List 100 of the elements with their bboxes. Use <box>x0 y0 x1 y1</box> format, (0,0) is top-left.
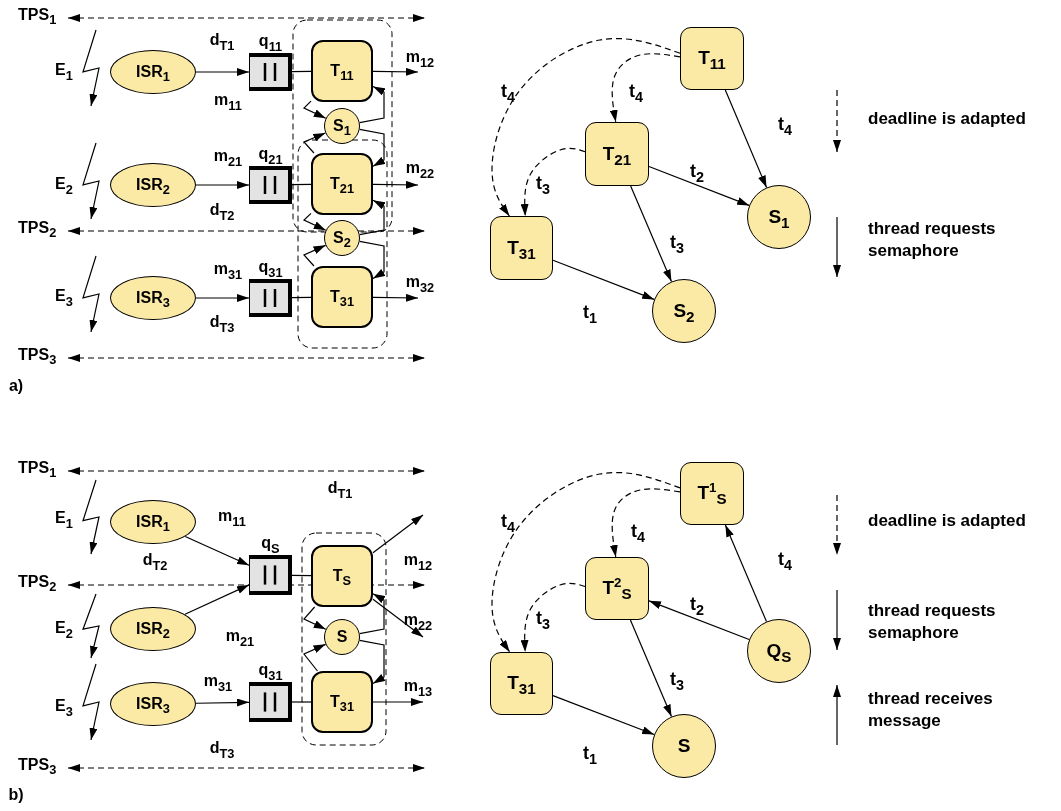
edge-label: t$_{2}$ <box>690 162 704 182</box>
edge-label: m$_{21}$ <box>225 627 255 645</box>
semaphore-circle: S$_{1}$ <box>747 185 811 249</box>
event-label: E$_{2}$ <box>55 175 73 193</box>
deadline-label: d$_{T1}$ <box>209 31 235 49</box>
legend-text: thread requests semaphore <box>868 600 997 645</box>
arrow <box>372 180 419 189</box>
message-queue <box>249 682 292 722</box>
arrow <box>303 643 327 672</box>
arrow <box>195 294 250 302</box>
deadline-label: d$_{T2}$ <box>209 201 235 219</box>
arrow <box>184 535 250 566</box>
arrow <box>302 100 327 119</box>
dashed-arrow <box>67 227 426 235</box>
thread-box: T$_{31}$ <box>490 652 553 715</box>
timeline-label: TPS$_{1}$ <box>18 3 68 33</box>
event-label: E$_{3}$ <box>55 697 73 715</box>
dashed-arrow <box>67 14 426 22</box>
task-box: T$_{11}$ <box>311 40 373 102</box>
dashed-arrow <box>520 582 586 653</box>
edge-label: t$_{3}$ <box>670 233 684 253</box>
arrow <box>359 199 386 236</box>
edge-label: t$_{4}$ <box>631 522 645 542</box>
task-box: T$_{21}$ <box>311 153 373 215</box>
arrow <box>184 584 250 615</box>
queue-label: q$_{11}$ <box>258 32 283 50</box>
semaphore-circle: S <box>652 714 716 778</box>
timeline-label: TPS$_{2}$ <box>18 216 68 246</box>
edge-label: m$_{21}$ <box>213 147 243 165</box>
edge-label: m$_{31}$ <box>203 672 233 690</box>
arrow <box>552 259 655 301</box>
edge-label: m$_{13}$ <box>403 677 433 695</box>
isr-ellipse: ISR$_{1}$ <box>110 50 196 94</box>
deadline-label: d$_{T2}$ <box>142 551 168 569</box>
arrow <box>372 293 419 302</box>
legend-text: thread receives message <box>868 688 994 733</box>
queue-label: q$_{31}$ <box>258 661 283 679</box>
thread-box: T$_{11}$ <box>680 27 744 90</box>
edge-label: m$_{12}$ <box>403 551 433 569</box>
task-box: T$_{S}$ <box>311 545 373 607</box>
edge-label: t$_{3}$ <box>536 609 550 629</box>
arrow <box>195 698 250 707</box>
dashed-arrow <box>67 354 426 362</box>
arrow <box>303 132 326 154</box>
queue-label: q$_{S}$ <box>261 534 280 552</box>
panel-label: a) <box>8 377 24 395</box>
isr-ellipse: ISR$_{1}$ <box>110 500 196 544</box>
legend-text: deadline is adapted <box>868 510 1027 532</box>
legend-text: thread requests semaphore <box>868 218 997 263</box>
connector-line <box>291 574 312 577</box>
event-label: E$_{3}$ <box>55 287 73 305</box>
dashed-arrow <box>609 488 681 558</box>
edge-label: t$_{2}$ <box>690 595 704 615</box>
message-queue <box>249 279 292 317</box>
arrow <box>303 606 327 630</box>
timeline-label: TPS$_{1}$ <box>18 456 68 486</box>
timeline-label: TPS$_{3}$ <box>18 343 68 373</box>
dashed-arrow <box>609 53 681 123</box>
edge-label: t$_{4}$ <box>501 82 515 102</box>
arrow <box>195 181 250 189</box>
task-box: T$_{31}$ <box>311 266 373 328</box>
edge-label: m$_{32}$ <box>405 273 435 291</box>
edge-label: m$_{12}$ <box>405 48 435 66</box>
arrow <box>629 619 673 718</box>
task-box: T$_{31}$ <box>311 671 373 733</box>
event-label: E$_{1}$ <box>55 61 73 79</box>
message-queue <box>249 166 292 204</box>
timeline-label: TPS$_{2}$ <box>18 570 68 600</box>
isr-ellipse: ISR$_{3}$ <box>110 276 196 320</box>
edge-label: t$_{1}$ <box>583 744 597 764</box>
edge-label: t$_{4}$ <box>778 115 792 135</box>
thread-box: T$_{31}$ <box>490 216 553 280</box>
arrow <box>303 244 327 267</box>
queue-circle: Q$_{S}$ <box>747 619 811 683</box>
panel-label: b) <box>8 786 24 804</box>
arrow <box>724 524 768 623</box>
edge-label: m$_{31}$ <box>213 260 243 278</box>
arrow <box>359 128 386 167</box>
legend-text: deadline is adapted <box>868 108 1027 130</box>
edge-label: t$_{3}$ <box>670 670 684 690</box>
arrow <box>552 695 655 736</box>
deadline-label: d$_{T3}$ <box>209 313 235 331</box>
arrow <box>372 67 419 76</box>
isr-ellipse: ISR$_{2}$ <box>110 163 196 207</box>
edge-label: m$_{22}$ <box>405 159 435 177</box>
arrow <box>359 85 386 124</box>
deadline-label: d$_{T1}$ <box>327 479 353 497</box>
edge-label: t$_{4}$ <box>778 550 792 570</box>
edge-label: t$_{3}$ <box>536 174 550 194</box>
timeline-label: TPS$_{3}$ <box>18 753 68 783</box>
edge-label: m$_{11}$ <box>218 507 246 525</box>
deadline-label: d$_{T3}$ <box>209 739 235 757</box>
arrow <box>372 698 424 706</box>
dashed-arrow <box>491 38 681 217</box>
dashed-arrow <box>67 467 426 475</box>
arrow <box>724 89 768 189</box>
message-queue <box>249 53 292 91</box>
dashed-arrow <box>520 147 586 217</box>
event-label: E$_{2}$ <box>55 619 73 637</box>
semaphore-circle: S$_{1}$ <box>324 108 360 144</box>
